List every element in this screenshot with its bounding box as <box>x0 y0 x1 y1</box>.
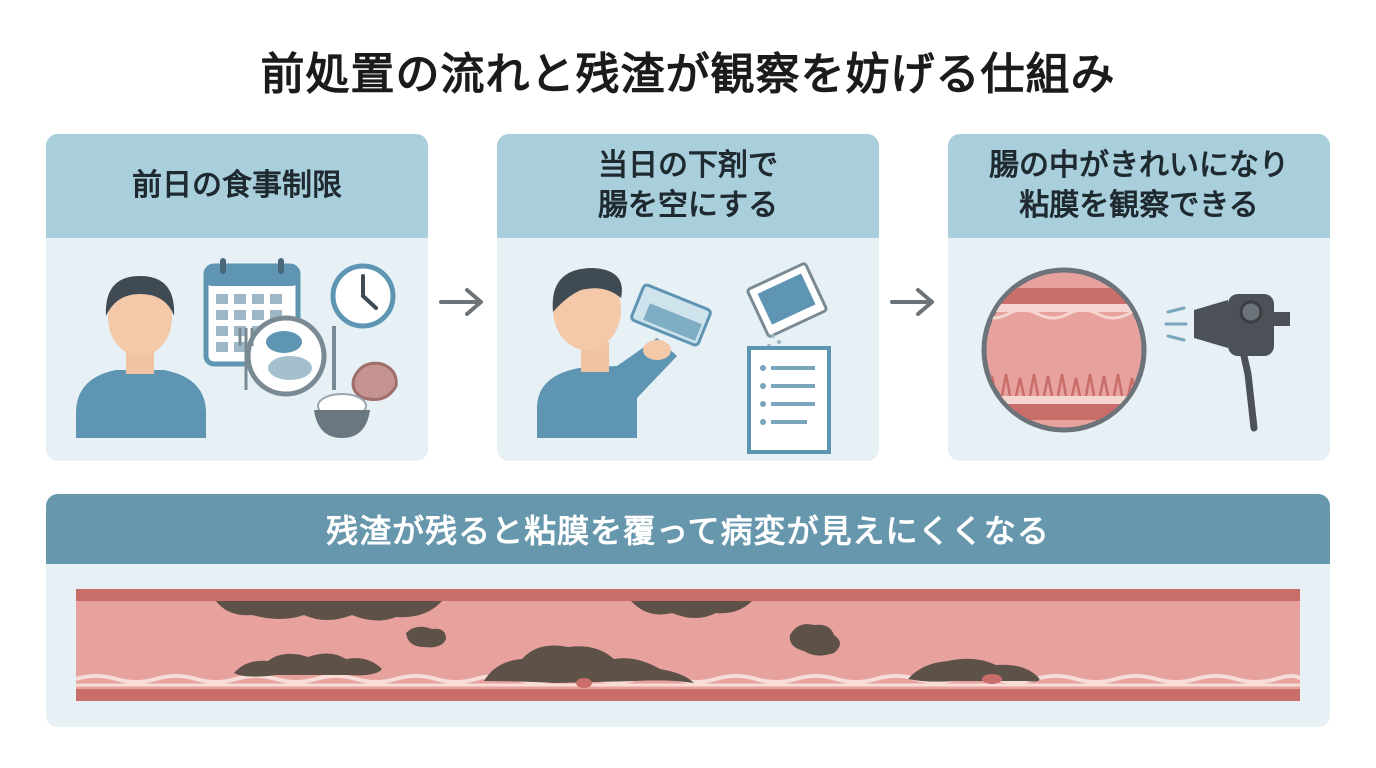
person-icon <box>76 276 206 438</box>
step-card-laxative: 当日の下剤で 腸を空にする <box>497 134 879 461</box>
panel-header: 残渣が残ると粘膜を覆って病変が見えにくくなる <box>46 494 1330 564</box>
residue-panel: 残渣が残ると粘膜を覆って病変が見えにくくなる <box>46 494 1330 727</box>
endoscope-icon <box>1164 294 1290 432</box>
lesion-mark <box>576 678 592 688</box>
meal-plate-icon <box>238 315 336 397</box>
intestine-cross-section <box>76 589 1300 701</box>
colon-lumen-icon <box>981 267 1147 433</box>
clock-icon <box>330 263 396 329</box>
step-illustration <box>981 267 1290 433</box>
water-glass-icon <box>630 283 712 347</box>
instruction-sheet-icon <box>747 346 831 454</box>
step-card-diet: 前日の食事制限 <box>46 134 428 461</box>
page-title: 前処置の流れと残渣が観察を妨げる仕組み <box>260 49 1116 100</box>
rice-bowl-icon <box>314 393 370 438</box>
step-header: 前日の食事制限 <box>46 134 428 238</box>
lesion-mark <box>982 674 1002 684</box>
panel-label: 残渣が残ると粘膜を覆って病変が見えにくくなる <box>326 512 1050 550</box>
arrow-right-icon <box>890 288 934 316</box>
step-label: 前日の食事制限 <box>132 168 342 203</box>
step-illustration <box>537 262 831 454</box>
step-illustration <box>76 258 398 438</box>
step-header: 腸の中がきれいになり 粘膜を観察できる <box>948 134 1330 238</box>
step-label: 当日の下剤で 腸を空にする <box>597 148 779 223</box>
meat-icon <box>351 361 398 401</box>
residue-clumps <box>216 601 1040 683</box>
step-card-clean: 腸の中がきれいになり 粘膜を観察できる <box>948 134 1330 461</box>
step-header: 当日の下剤で 腸を空にする <box>497 134 879 238</box>
arrow-right-icon <box>439 288 483 316</box>
drinking-person-icon <box>537 268 677 438</box>
step-label: 腸の中がきれいになり 粘膜を観察できる <box>989 148 1289 223</box>
laxative-packet-icon <box>746 262 828 348</box>
